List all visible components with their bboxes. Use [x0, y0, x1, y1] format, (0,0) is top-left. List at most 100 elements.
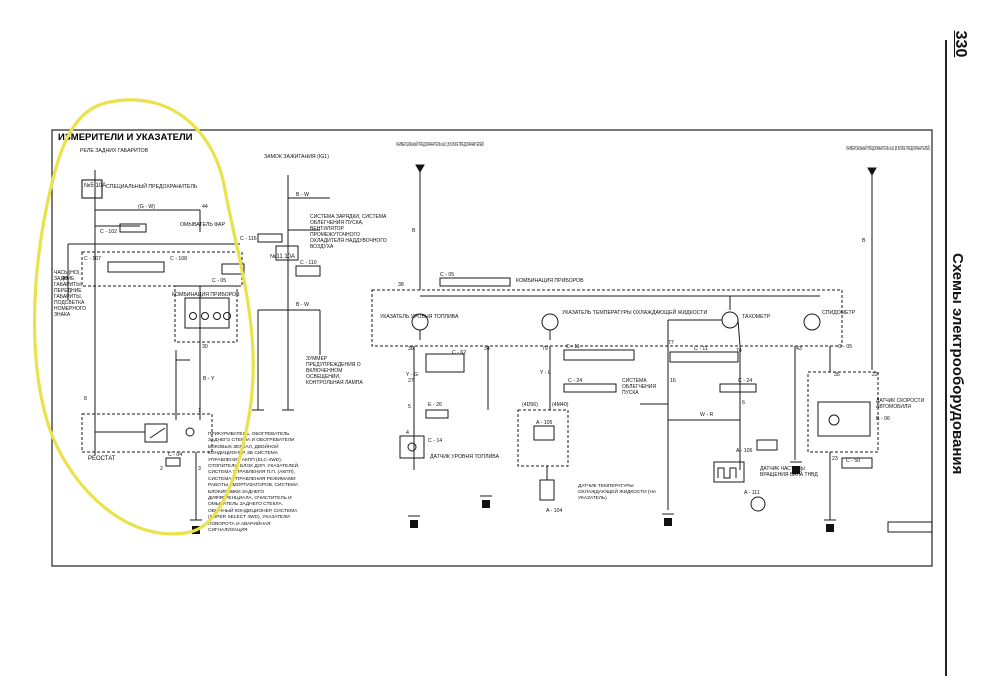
- section-title: ИЗМЕРИТЕЛИ И УКАЗАТЕЛИ: [58, 132, 193, 143]
- wire-b-y-label: B - Y: [203, 376, 215, 382]
- lamps-list-box: ЧАСЫ(НО), ЗАДНИЕ ГАБАРИТЫ, ПЕРЕДНИЕ ГАБА…: [54, 270, 87, 318]
- left-combo-label: КОМБИНАЦИЯ ПРИБОРОВ: [172, 292, 240, 298]
- pin-label: 44: [202, 204, 208, 210]
- univ-fuse-b-label: УНИВЕРСАЛЬНЫЙ ПРЕДОХРАНИТЕЛЬ №11 (В БЛОК…: [846, 144, 930, 152]
- temp-sensor-label: ДАТЧИК ТЕМПЕРАТУРЫ ОХЛАЖДАЮЩЕЙ ЖИДКОСТИ …: [578, 484, 657, 501]
- pin-label: 36: [408, 346, 414, 352]
- wire-b-label: B: [412, 228, 416, 234]
- speedo-label: СПИДОМЕТР: [822, 310, 856, 316]
- wire-b-label-2: B: [862, 238, 866, 244]
- pin-label: 5: [408, 404, 411, 410]
- tacho-label: ТАХОМЕТР: [742, 314, 771, 320]
- pin-label: 23: [832, 456, 838, 462]
- pin-label: 30: [202, 344, 208, 350]
- c50-label: C - 50: [846, 458, 860, 464]
- pin-label: 1: [198, 408, 201, 414]
- temp-gauge-label: УКАЗАТЕЛЬ ТЕМПЕРАТУРЫ ОХЛАЖДАЮЩЕЙ ЖИДКОС…: [562, 308, 707, 316]
- pin-label: 38: [398, 282, 404, 288]
- pin-label: 2: [160, 466, 163, 472]
- c11b-label: C - 11: [694, 346, 708, 352]
- page-side-rule: [945, 40, 947, 676]
- buzzer-box: ЗУММЕР ПРЕДУПРЕЖДЕНИЯ О ВКЛЮЧЕННОМ ОСВЕЩ…: [306, 356, 363, 386]
- special-fuse-label: СПЕЦИАЛЬНЫЙ ПРЕДОХРАНИТЕЛЬ: [106, 182, 198, 190]
- c04-label: C - 04: [168, 452, 182, 458]
- lamps-list-label: ЧАСЫ(НО), ЗАДНИЕ ГАБАРИТЫ, ПЕРЕДНИЕ ГАБА…: [54, 270, 87, 318]
- ground-symbol: [482, 500, 490, 508]
- glow-label: СИСТЕМА ОБЛЕГЧЕНИЯ ПУСКА: [622, 378, 656, 396]
- rheostat-label: РЕОСТАТ: [88, 456, 116, 462]
- speed-sensor-label: ДАТЧИК СКОРОСТИ АВТОМОБИЛЯ: [876, 398, 925, 410]
- wire-y-l-label: Y - L: [540, 370, 551, 376]
- c24b-label: C - 24: [738, 378, 752, 384]
- consumers-list-label: ПРИКУРИВАТЕЛЬ, ОБОГРЕВАТЕЛЬ ЗАДНЕГО СТЕК…: [208, 432, 300, 534]
- middle-circuit: [252, 175, 330, 411]
- pin-label: 74: [736, 348, 742, 354]
- right-grounds: [410, 466, 834, 532]
- left-c05-label: C - 05: [212, 278, 226, 284]
- b06-label: B - 06: [876, 416, 890, 422]
- c62-label: C - 62: [452, 350, 466, 356]
- speed-sensor-box: ДАТЧИК СКОРОСТИ АВТОМОБИЛЯ: [876, 398, 925, 410]
- pin-label: 35: [834, 372, 840, 378]
- pin-label: 8: [84, 396, 87, 402]
- ground-symbol: [664, 518, 672, 526]
- pin-label: 40: [62, 276, 68, 282]
- left-circuit: [67, 170, 245, 521]
- pin-label: 10: [796, 468, 802, 474]
- pin-label: 4: [406, 430, 409, 436]
- ignition-label: ЗАМОК ЗАЖИГАНИЯ (IG1): [264, 154, 329, 160]
- wire-b-w-label-2: B - W: [296, 302, 309, 308]
- pin-label: 34: [484, 346, 490, 352]
- c108-label: C - 108: [170, 256, 187, 262]
- c102-label: C - 102: [100, 229, 117, 235]
- washer-label: ОМЫВАТЕЛЬ ФАР: [180, 222, 225, 228]
- wire-g-w-label: (G - W): [138, 204, 155, 210]
- wire-w-r-label: W - R: [700, 412, 714, 418]
- glow-box: СИСТЕМА ОБЛЕГЧЕНИЯ ПУСКА: [622, 378, 656, 396]
- e26-label: E - 26: [428, 402, 442, 408]
- ground-symbol: [410, 520, 418, 528]
- univ-fuse-a-label: УНИВЕРСАЛЬНЫЙ ПРЕДОХРАНИТЕЛЬ №11 (В БЛОК…: [396, 140, 484, 148]
- ground-symbol: [826, 524, 834, 532]
- pin-label: 27: [408, 378, 414, 384]
- right-circuit: [371, 164, 933, 533]
- charging-label: СИСТЕМА ЗАРЯДКИ, СИСТЕМА ОБЛЕГЧЕНИЯ ПУСК…: [310, 214, 387, 250]
- c24a-label: C - 24: [568, 378, 582, 384]
- c14-label: C - 14: [428, 438, 442, 444]
- right-c05-label: C - 05: [440, 272, 454, 278]
- diagram-frame: [51, 129, 933, 567]
- c11a-label: C - 11: [566, 344, 580, 350]
- fuse5-label: №5 10A: [84, 182, 106, 189]
- wire-y-g-label: Y - G: [406, 372, 418, 378]
- pin-label: 43: [796, 346, 802, 352]
- pin-label: 6: [742, 400, 745, 406]
- ground-symbol: [792, 466, 800, 474]
- middle-labels: ЗАМОК ЗАЖИГАНИЯ (IG1) B - W C - 116 №11 …: [240, 154, 329, 308]
- right-combo-label: КОМБИНАЦИЯ ПРИБОРОВ: [516, 278, 584, 284]
- relay-label: РЕЛЕ ЗАДНИХ ГАБАРИТОВ: [80, 148, 149, 154]
- consumers-list-box: ПРИКУРИВАТЕЛЬ, ОБОГРЕВАТЕЛЬ ЗАДНЕГО СТЕК…: [208, 432, 300, 534]
- c107-label: C - 107: [84, 256, 101, 262]
- rpm-sensor-label: ДАТЧИК ЧАСТОТЫ ВРАЩЕНИЯ ВАЛА ТНВД: [760, 466, 818, 478]
- fuel-gauge-label: УКАЗАТЕЛЬ УРОВНЯ ТОПЛИВА: [380, 314, 459, 320]
- c116-label: C - 116: [240, 236, 257, 242]
- engine-4d56-label: (4D56): [522, 402, 538, 408]
- a106-label: A - 106: [736, 448, 753, 454]
- wire-b-w-label: B - W: [296, 192, 309, 198]
- fuel-sensor-label: ДАТЧИК УРОВНЯ ТОПЛИВА: [430, 454, 500, 460]
- pin-label: 77: [668, 340, 674, 346]
- engine-4m40-label: (4M40): [552, 402, 569, 408]
- charging-box: СИСТЕМА ЗАРЯДКИ, СИСТЕМА ОБЛЕГЧЕНИЯ ПУСК…: [310, 214, 387, 250]
- buzzer-label: ЗУММЕР ПРЕДУПРЕЖДЕНИЯ О ВКЛЮЧЕННОМ ОСВЕЩ…: [306, 356, 363, 386]
- pin-label: 3: [198, 466, 201, 472]
- rpm-sensor-box: ДАТЧИК ЧАСТОТЫ ВРАЩЕНИЯ ВАЛА ТНВД: [760, 466, 818, 478]
- a104-label: A - 104: [546, 508, 563, 514]
- a111-label: A - 111: [744, 490, 760, 496]
- pin-label: 16: [670, 378, 676, 384]
- temp-sensor-box: ДАТЧИК ТЕМПЕРАТУРЫ ОХЛАЖДАЮЩЕЙ ЖИДКОСТИ …: [578, 484, 657, 501]
- right-labels: УНИВЕРСАЛЬНЫЙ ПРЕДОХРАНИТЕЛЬ №11 (В БЛОК…: [380, 140, 930, 514]
- pin-label: 22: [872, 372, 878, 378]
- a105-label: A - 105: [536, 420, 553, 426]
- c05b-label: C - 05: [838, 344, 852, 350]
- fuse11-label: №11 10A: [270, 253, 295, 260]
